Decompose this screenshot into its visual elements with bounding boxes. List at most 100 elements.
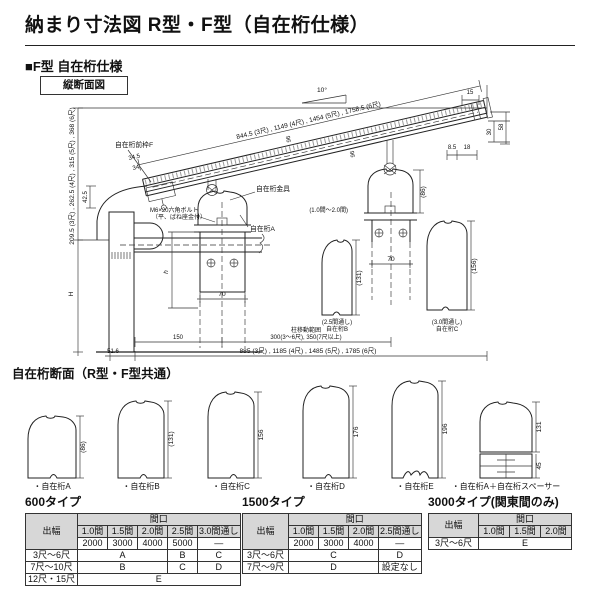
width-value: 3000: [107, 537, 138, 550]
cell: 設定なし: [378, 561, 422, 574]
dim-70a: 70: [218, 291, 226, 298]
col-header: 2.5間通し: [378, 525, 422, 538]
cell: B: [77, 561, 168, 574]
table-3000: 出幅 間口 1.0間 1.5間 2.0間 3尺～6尺 E: [428, 513, 572, 550]
width-value: 5000: [167, 537, 198, 550]
dim-8-5: 8.5: [448, 145, 457, 151]
col-header-maguchi: 間口: [288, 513, 422, 526]
bolt-note-line2: （平、ばね座金付）: [152, 213, 206, 221]
girder-c-label: 自在桁C: [436, 325, 459, 333]
width-value: 3000: [318, 537, 349, 550]
roof-span-dim: 844.5 (3尺) , 1149 (4尺) , 1454 (5尺) , 175…: [236, 100, 382, 141]
profile-e: 196 ・自在桁E: [391, 380, 449, 491]
col-header-maguchi: 間口: [478, 513, 572, 526]
profile-d: 176 ・自在桁D: [302, 385, 360, 491]
bracket-label: 自在桁金具: [256, 184, 290, 193]
post-vent-hatch: [111, 252, 131, 259]
dim-86: (86): [420, 186, 427, 198]
profile-a: (86) ・自在桁A: [27, 415, 87, 491]
bottom-span-dim: 885 (3尺) , 1185 (4尺) , 1485 (5尺) , 1785 …: [240, 347, 377, 355]
roof-girder: 844.5 (3尺) , 1149 (4尺) , 1454 (5尺) , 175…: [137, 80, 493, 197]
dim-70b: 70: [387, 256, 395, 263]
profile-a-dim: (86): [80, 441, 87, 453]
profile-e-label: ・自在桁E: [396, 481, 433, 491]
col-header-debuchi: 出幅: [428, 513, 479, 538]
girder-c-profile: (156): [426, 220, 478, 311]
cell: D: [378, 549, 422, 562]
slope-angle-text: 10°: [317, 86, 327, 94]
profile-a-spacer: 131 45 ・自在桁A＋自在桁スペーサー: [452, 401, 560, 491]
girder-b-profile: (131): [321, 239, 363, 316]
girder-b-note: (2.5間通し): [322, 318, 352, 326]
width-value: 4000: [348, 537, 379, 550]
left-post-assembly: [96, 185, 271, 353]
col-header: 1.5間: [107, 525, 138, 538]
col-header: 2.0間: [540, 525, 572, 538]
girder-b-label: 自在桁B: [326, 325, 348, 333]
width-value: 2000: [77, 537, 108, 550]
span-note: (1.0間～2.0間): [309, 207, 348, 214]
bottom-dims: 150 柱移動範囲 300(3～6尺), 350(7尺以上) 51.6 885 …: [105, 326, 488, 361]
bracket-leader: [229, 191, 256, 201]
dim-42-5: 42.5: [83, 191, 89, 203]
table-600-block: 600タイプ 出幅 間口 1.0間 1.5間 2.0間 2.5間 3.0間通し …: [25, 493, 241, 586]
left-dim-chain: 209.5 (3尺) , 262.5 (4尺) , 315 (5尺) , 368…: [68, 107, 109, 356]
bolt-note-leader: [196, 215, 216, 223]
col-header: 2.5間: [167, 525, 198, 538]
break-symbol: [258, 233, 265, 254]
end-cap: [482, 97, 493, 119]
col-header-maguchi: 間口: [77, 513, 241, 526]
profile-d-label: ・自在桁D: [307, 481, 345, 491]
main-section-drawing: 10° 844.5 (3尺) , 1149 (4尺) , 1454 (5尺) ,…: [68, 80, 510, 361]
profile-aspacer-dim1: 131: [536, 421, 543, 432]
profile-c: 156 ・自在桁C: [207, 391, 265, 491]
profile-b: (131) ・自在桁B: [117, 400, 175, 491]
dim-96a: 96: [286, 134, 293, 142]
cell: E: [77, 573, 241, 586]
col-header: 1.0間: [288, 525, 319, 538]
gutter-elbow: [134, 222, 164, 250]
section-heading: ■F型 自在桁仕様: [25, 59, 123, 74]
col-header: 1.5間: [318, 525, 349, 538]
row-label: 7尺～9尺: [242, 561, 289, 574]
table-600: 出幅 間口 1.0間 1.5間 2.0間 2.5間 3.0間通し 2000 30…: [25, 513, 241, 586]
profile-c-label: ・自在桁C: [212, 481, 250, 491]
profile-aspacer-dim2: 45: [536, 462, 543, 470]
table-1500-block: 1500タイプ 出幅 間口 1.0間 1.5間 2.0間 2.5間通し 2000…: [242, 493, 422, 574]
post-range-label: 柱移動範囲: [291, 326, 321, 334]
width-value: 2000: [288, 537, 319, 550]
table-3000-title: 3000タイプ(関東間のみ): [428, 495, 559, 509]
left-post: [108, 211, 135, 353]
dim-51-6: 51.6: [107, 349, 119, 355]
post-range-values: 300(3～6尺), 350(7尺以上): [270, 333, 341, 341]
col-header-debuchi: 出幅: [242, 513, 289, 550]
col-header-debuchi: 出幅: [25, 513, 78, 550]
col-header: 2.0間: [348, 525, 379, 538]
page-title: 納まり寸法図 R型・F型（自在桁仕様）: [25, 15, 370, 36]
profile-a-label: ・自在桁A: [33, 481, 71, 491]
dim-131: (131): [356, 270, 363, 285]
profiles-heading: 自在桁断面（R型・F型共通）: [12, 367, 179, 381]
dim-156: (156): [471, 258, 478, 273]
dim-150: 150: [173, 335, 184, 341]
dim-34-5: 34.5: [128, 153, 141, 162]
width-value: 4000: [137, 537, 168, 550]
profile-b-label: ・自在桁B: [122, 481, 159, 491]
col-header: 2.0間: [137, 525, 168, 538]
cell: D: [288, 561, 379, 574]
dim-96b: 96: [350, 149, 357, 157]
col-header: 1.5間: [509, 525, 541, 538]
slope-indicator: 10°: [301, 86, 347, 104]
dim-34: 34: [132, 164, 140, 171]
cell: A: [77, 549, 168, 562]
dim-15: 15: [467, 90, 474, 96]
cell: C: [288, 549, 379, 562]
table-1500-title: 1500タイプ: [242, 495, 305, 509]
dim-18: 18: [464, 145, 471, 151]
col-header: 1.0間: [77, 525, 108, 538]
profile-e-dim: 196: [442, 423, 449, 434]
cell: E: [478, 537, 572, 550]
profiles-drawing: (86) ・自在桁A (131) ・自在桁B 156 ・自在桁C 176 ・自在…: [27, 380, 560, 491]
girder-b-assembly: [364, 168, 417, 305]
width-value: —: [378, 537, 422, 550]
